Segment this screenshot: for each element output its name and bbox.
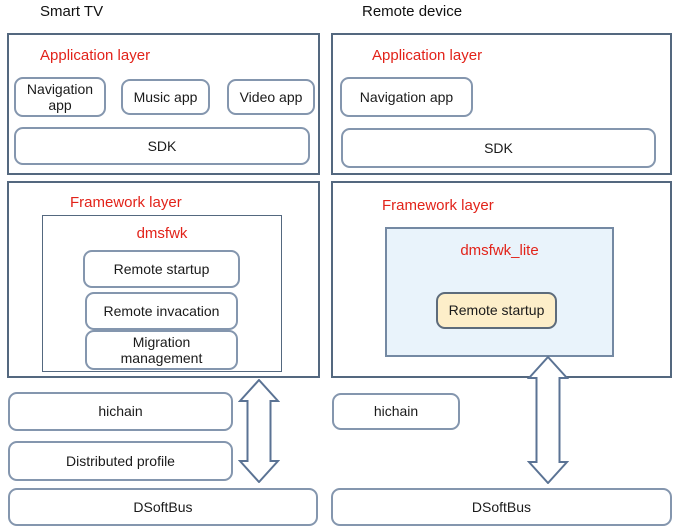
remote-bidirectional-arrow-icon [527,356,569,484]
remote-startup-box: Remote startup [83,250,240,288]
smart-tv-application-layer: Application layer Navigation app Music a… [7,33,320,175]
remote-application-layer-label: Application layer [372,47,483,64]
smart-tv-framework-layer: Framework layer dmsfwk Remote startup Re… [7,181,320,378]
smart-tv-framework-layer-label: Framework layer [70,194,182,211]
smart-tv-application-layer-label: Application layer [40,47,151,64]
remote-application-layer: Application layer Navigation app SDK [331,33,672,175]
migration-management-box: Migration management [85,330,238,370]
remote-device-title: Remote device [362,3,463,20]
remote-startup-lite-box: Remote startup [436,292,557,329]
music-app-box: Music app [121,79,210,115]
dmsfwk-lite-box: dmsfwk_lite Remote startup [385,227,614,357]
dmsfwk-box: dmsfwk Remote startup Remote invacation … [42,215,282,372]
remote-sdk-box: SDK [341,128,656,168]
smart-tv-hichain-box: hichain [8,392,233,431]
remote-dsoftbus-box: DSoftBus [331,488,672,526]
distributed-profile-box: Distributed profile [8,441,233,481]
navigation-app-box: Navigation app [14,77,106,117]
remote-invocation-box: Remote invacation [85,292,238,330]
smart-tv-title: Smart TV [40,3,104,20]
smart-tv-dsoftbus-box: DSoftBus [8,488,318,526]
remote-hichain-box: hichain [332,393,460,430]
dmsfwk-label: dmsfwk [136,225,188,242]
smart-tv-sdk-box: SDK [14,127,310,165]
dmsfwk-lite-label: dmsfwk_lite [460,242,539,259]
remote-framework-layer: Framework layer dmsfwk_lite Remote start… [331,181,672,378]
remote-framework-layer-label: Framework layer [382,197,494,214]
remote-navigation-app-box: Navigation app [340,77,473,117]
video-app-box: Video app [227,79,315,115]
smart-tv-bidirectional-arrow-icon [238,379,280,483]
